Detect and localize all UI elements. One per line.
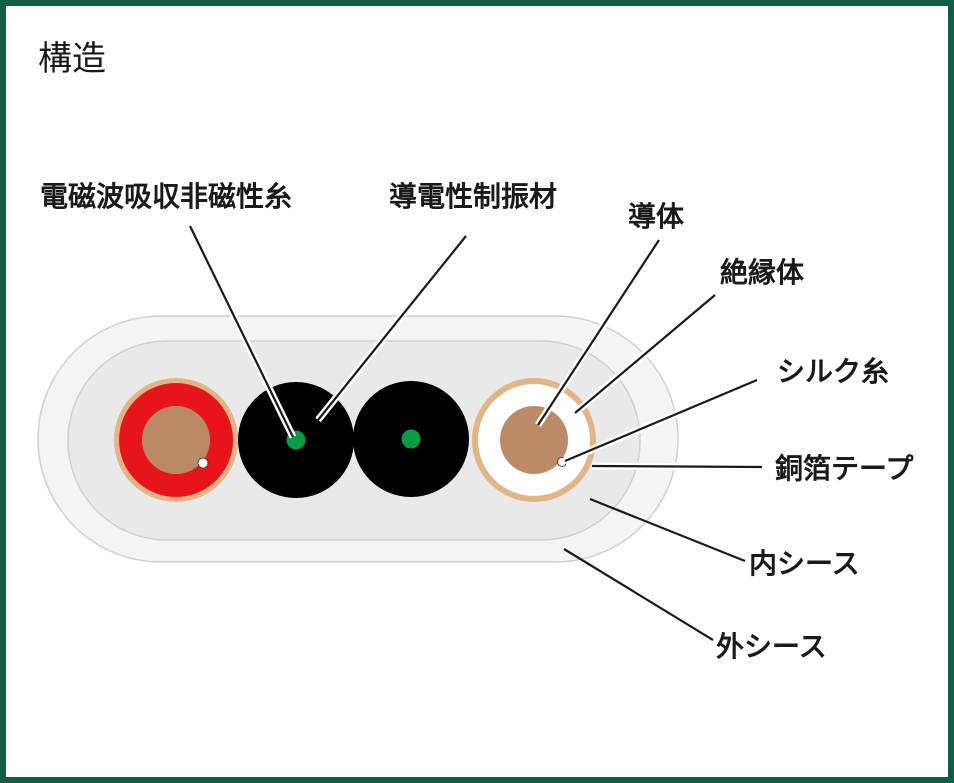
label-inner-sheath: 内シース (749, 547, 860, 580)
core-white (472, 378, 596, 502)
core-black-2 (353, 381, 469, 497)
label-conductive-damping-material: 導電性制振材 (389, 180, 557, 213)
label-outer-sheath: 外シース (716, 630, 827, 663)
leader-lines (186, 224, 763, 641)
label-emi-absorbing-yarn: 電磁波吸収非磁性糸 (40, 180, 292, 213)
silk-yarn-dot (197, 457, 209, 469)
diagram-title: 構造 (38, 39, 106, 79)
label-copper-foil-tape: 銅箔テープ (775, 452, 914, 485)
label-silk-yarn: シルク糸 (777, 355, 889, 388)
label-insulator: 絶縁体 (720, 256, 805, 289)
label-conductor: 導体 (628, 200, 685, 233)
core-red (114, 378, 238, 502)
